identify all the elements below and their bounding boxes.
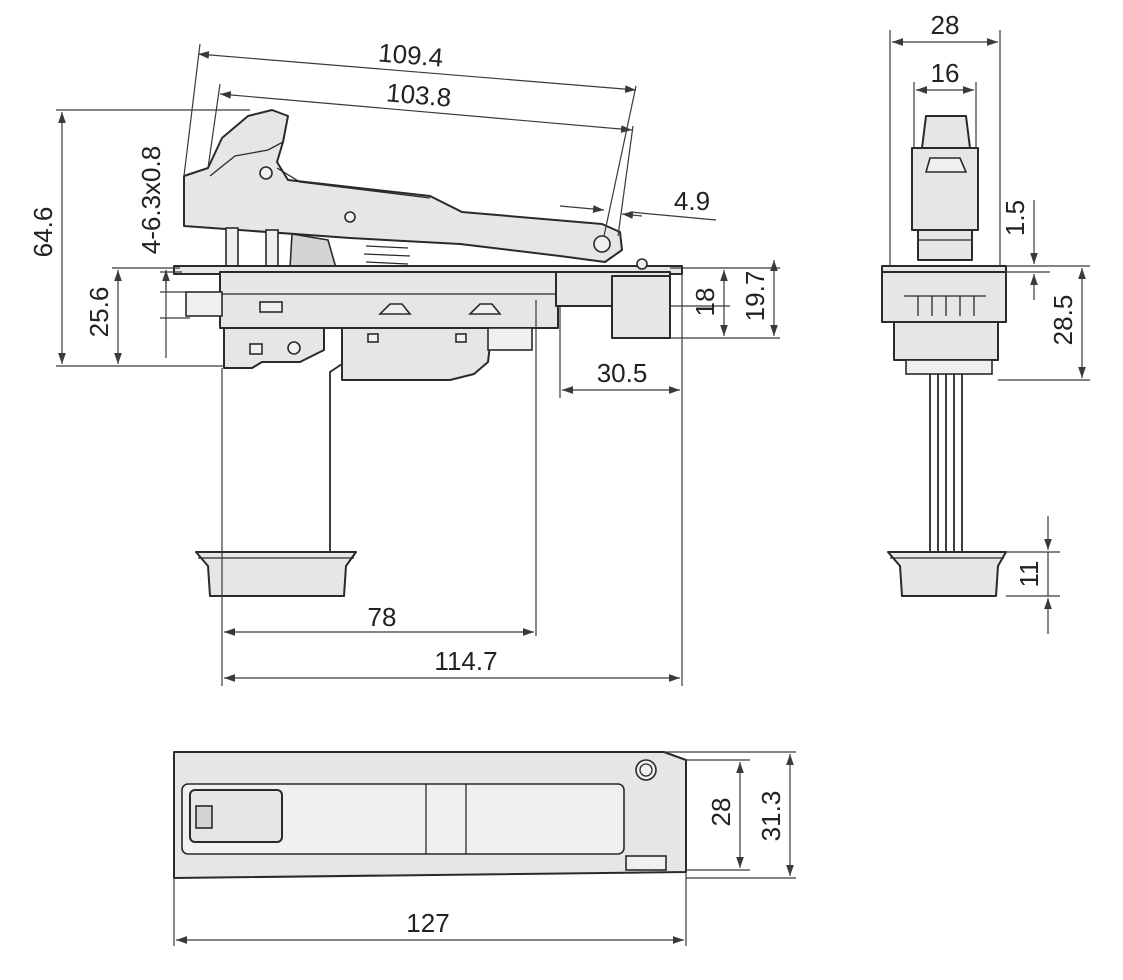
label-114-7: 114.7 [434,646,497,676]
label-127: 127 [406,908,449,938]
dimension-lines [58,38,1086,944]
label-holes: 4-6.3x0.8 [136,146,166,254]
label-28-5: 28.5 [1048,295,1078,346]
front-view [173,109,683,597]
dim-line-103-8 [219,91,633,133]
trigger-lever [183,109,623,263]
label-109-4: 109.4 [377,37,444,72]
dimension-labels: 109.4 103.8 64.6 4-6.3x0.8 4.9 25.6 18 1… [28,10,1078,938]
label-31-3: 31.3 [756,791,786,842]
side-view [881,115,1007,597]
dim-line-4-9 [629,211,717,221]
label-18: 18 [690,288,720,317]
dim-line-109-4 [197,51,637,93]
cap-front [195,551,357,597]
top-view [173,751,687,879]
extension-lines [56,30,1090,946]
label-28-top: 28 [706,798,736,827]
label-4-9: 4.9 [674,186,710,216]
label-64-6: 64.6 [28,207,58,258]
label-16: 16 [931,58,960,88]
label-19-7: 19.7 [740,271,770,322]
label-11: 11 [1014,561,1044,588]
label-28-side: 28 [931,10,960,40]
label-25-6: 25.6 [84,287,114,338]
label-1-5: 1.5 [1000,200,1030,236]
label-30-5: 30.5 [597,358,648,388]
label-103-8: 103.8 [385,77,452,112]
label-78: 78 [368,602,397,632]
